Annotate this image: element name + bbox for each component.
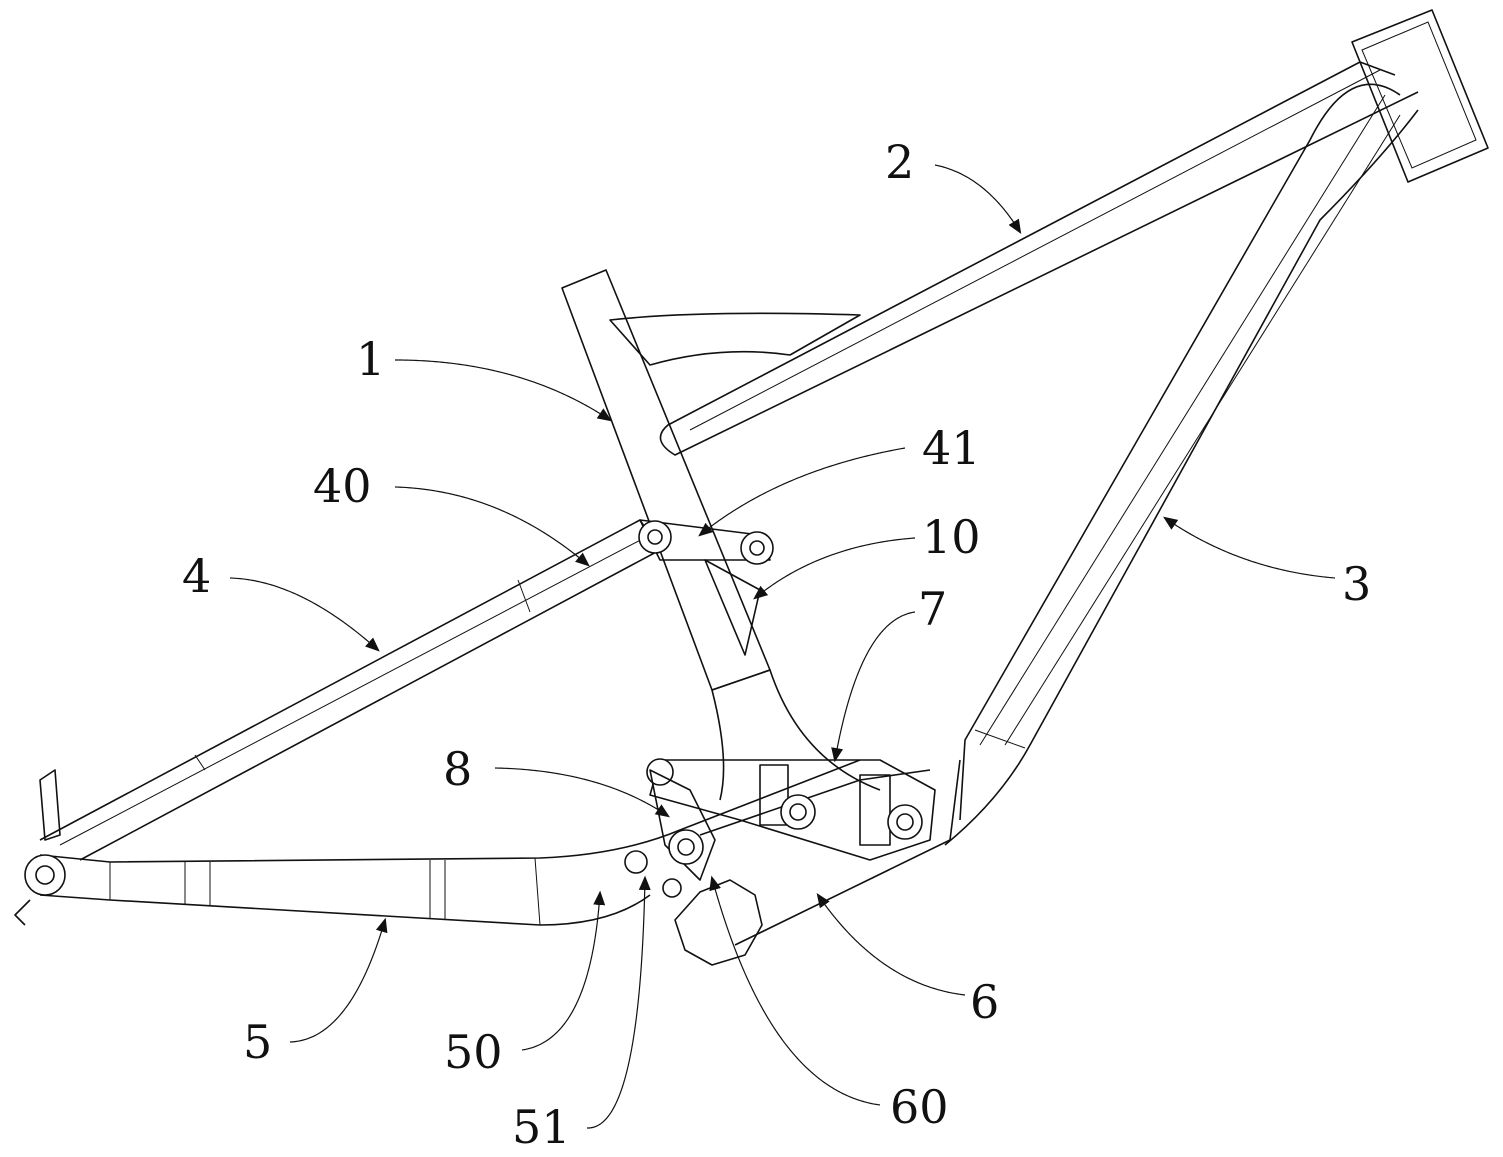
label-60: 60 [890, 1080, 949, 1134]
leader-lines [230, 165, 1335, 1128]
top-tube [610, 62, 1418, 455]
label-3: 3 [1342, 557, 1371, 611]
rocker-link [639, 520, 773, 655]
label-5: 5 [243, 1015, 272, 1069]
label-8: 8 [443, 742, 472, 796]
label-51: 51 [512, 1100, 571, 1154]
label-10: 10 [922, 510, 981, 564]
label-2: 2 [885, 135, 914, 189]
seat-stay [40, 520, 660, 860]
seat-tube [562, 270, 880, 800]
rear-dropout [15, 770, 65, 925]
label-6: 6 [970, 975, 999, 1029]
head-tube [1352, 10, 1488, 182]
label-7: 7 [918, 582, 947, 636]
label-50: 50 [444, 1025, 503, 1079]
label-40: 40 [313, 459, 372, 513]
bottom-bracket [675, 760, 960, 965]
label-1: 1 [356, 332, 385, 386]
label-4: 4 [182, 549, 211, 603]
down-tube [945, 84, 1418, 845]
label-41: 41 [922, 421, 981, 475]
